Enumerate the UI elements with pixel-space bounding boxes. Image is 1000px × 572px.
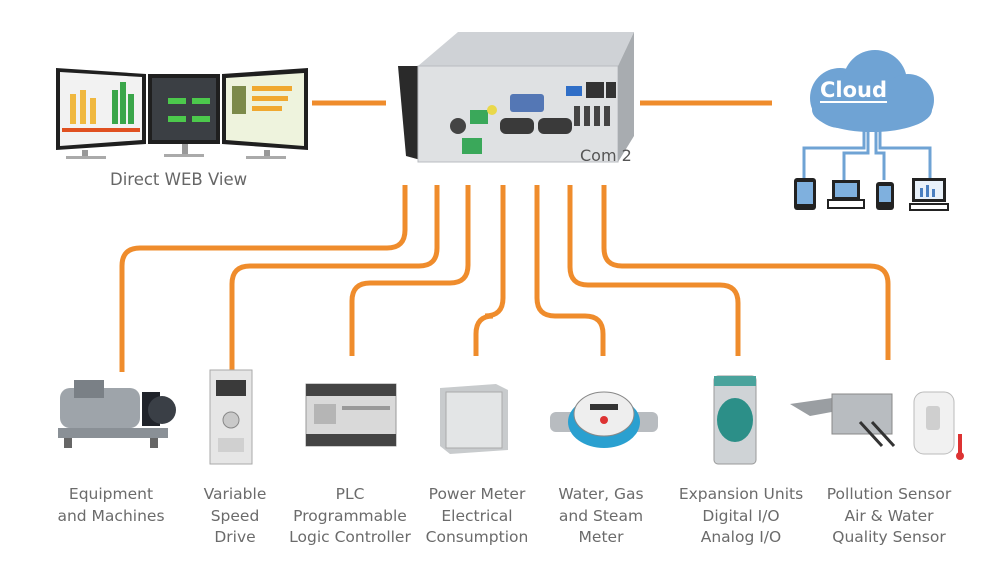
cloud-label: Cloud	[820, 78, 888, 102]
wire-expansion	[567, 185, 741, 356]
water-meter-illustration	[544, 370, 664, 460]
wire-equipment	[119, 185, 408, 372]
power-meter-illustration	[436, 380, 516, 460]
hub-device	[398, 26, 634, 166]
hub-port-label: Com 2	[580, 146, 632, 165]
cloud-icon	[810, 50, 934, 132]
pollution-sensor-illustration	[790, 376, 980, 466]
wire-power	[473, 185, 506, 356]
equipment-illustration	[50, 374, 180, 454]
wire-vsd	[229, 185, 440, 372]
wire-pollution	[601, 185, 891, 360]
plc-illustration	[302, 378, 402, 458]
wire-plc	[349, 185, 471, 356]
web-view-monitors	[52, 64, 312, 160]
vsd-illustration	[208, 368, 258, 468]
cloud-group: Cloud	[780, 48, 970, 220]
wire-water	[534, 185, 606, 356]
expansion-illustration	[708, 372, 764, 468]
web-view-label: Direct WEB View	[110, 170, 248, 189]
